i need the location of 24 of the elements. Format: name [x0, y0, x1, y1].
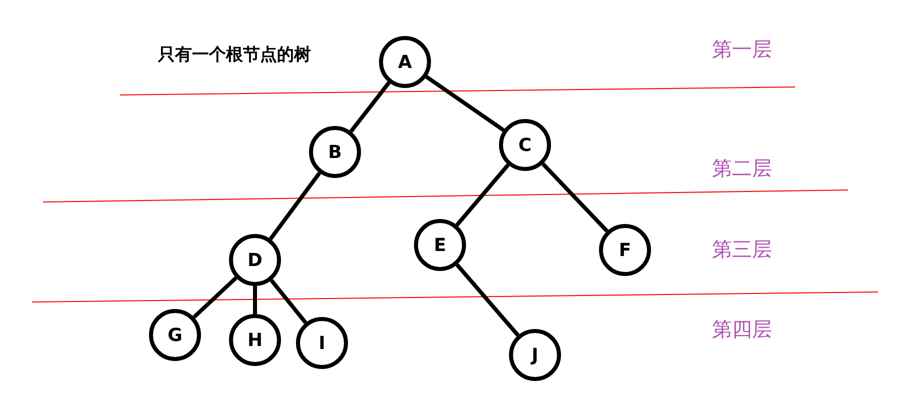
- level-label: 第四层: [712, 316, 772, 343]
- tree-edge: [425, 75, 505, 132]
- tree-node-circle: B: [309, 126, 361, 178]
- tree-edge: [349, 81, 391, 133]
- tree-edge: [270, 278, 308, 324]
- tree-node-circle: D: [229, 234, 281, 286]
- tree-node-circle: H: [229, 314, 281, 366]
- tree-edge: [253, 286, 257, 314]
- tree-edge: [192, 276, 238, 319]
- title: 只有一个根节点的树: [158, 44, 311, 66]
- level-label: 第一层: [712, 36, 772, 63]
- tree-node-circle: A: [379, 36, 431, 88]
- level-label: 第二层: [712, 155, 772, 182]
- tree-edge: [268, 172, 322, 240]
- tree-edge: [455, 164, 510, 226]
- tree-node-circle: E: [414, 219, 466, 271]
- tree-node-circle: G: [149, 309, 201, 361]
- tree-edge: [455, 263, 520, 337]
- tree-node-circle: C: [499, 119, 551, 171]
- tree-node-circle: I: [296, 317, 348, 369]
- tree-edge: [541, 162, 609, 233]
- level-label: 第三层: [712, 236, 772, 263]
- tree-node-circle: F: [599, 224, 651, 276]
- tree-node-circle: J: [509, 329, 561, 381]
